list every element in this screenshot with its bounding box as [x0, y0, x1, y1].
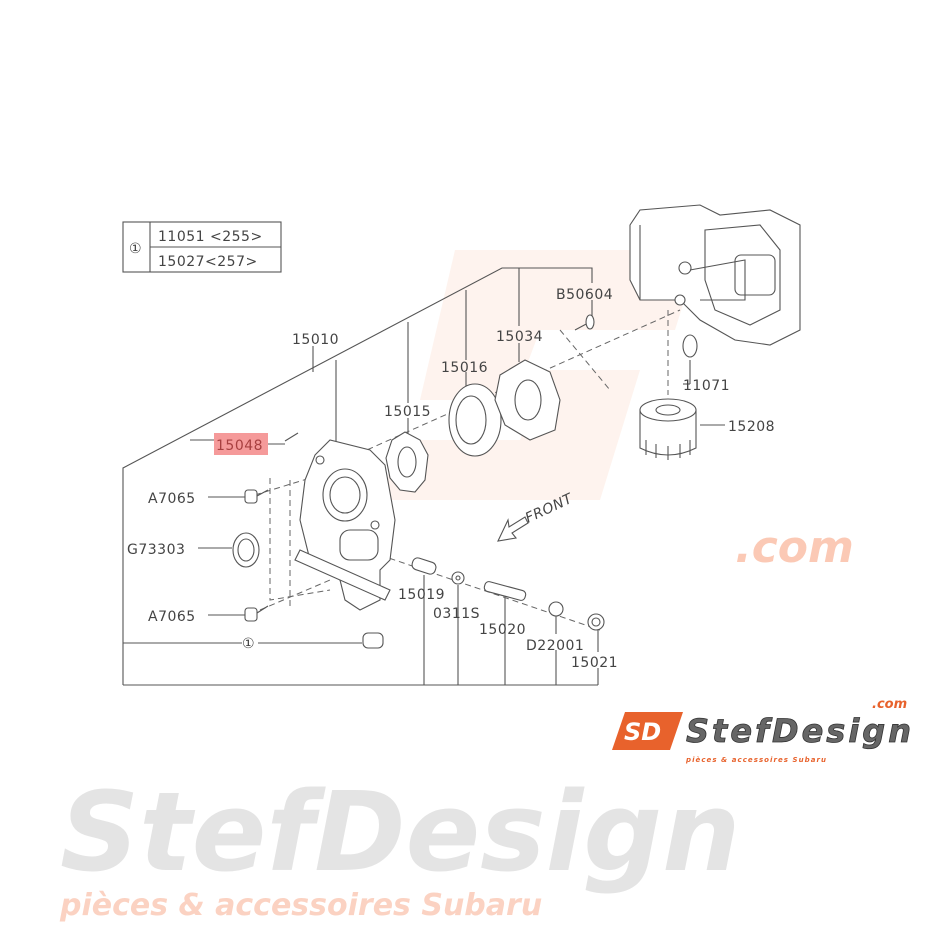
reference-table: ① 11051 <255> 15027<257>	[122, 221, 282, 273]
assembly-frame-lines	[122, 267, 725, 686]
screw	[574, 314, 595, 331]
logo-mark-text: SD	[624, 718, 661, 746]
inner-rotor	[385, 431, 429, 493]
oil-seal	[232, 532, 260, 568]
pump-cover	[494, 359, 561, 441]
callout-15048-highlighted[interactable]: 15048	[216, 438, 263, 454]
watermark-domain: .com	[735, 522, 854, 573]
callout-labels: 15010 15034 B50604 15016 15015 15048 110…	[127, 287, 775, 671]
outer-rotor	[448, 383, 502, 457]
watermark: StefDesign .com pièces & accessoires Sub…	[59, 250, 854, 923]
oil-pump-body	[294, 439, 396, 611]
front-arrow-icon	[497, 516, 529, 542]
logo-mark	[612, 712, 683, 750]
callout-A7065-top[interactable]: A7065	[148, 491, 196, 507]
watermark-tagline: pièces & accessoires Subaru	[59, 888, 542, 923]
callout-D22001[interactable]: D22001	[526, 638, 584, 654]
washer	[451, 571, 465, 585]
bolt-top	[244, 489, 269, 504]
callout-B50604[interactable]: B50604	[556, 287, 613, 303]
engine-block-illustration	[629, 204, 801, 346]
stefdesign-logo: SD StefDesign .com pièces & accessoires …	[612, 697, 911, 764]
callout-15034[interactable]: 15034	[496, 329, 543, 345]
callout-G73303[interactable]: G73303	[127, 542, 185, 558]
reference-row: 11051 <255>	[158, 229, 263, 245]
relief-plug	[587, 613, 605, 631]
plug	[362, 632, 384, 649]
bolt-bottom	[244, 605, 269, 622]
oil-filter	[639, 398, 697, 460]
highlight-box	[214, 433, 268, 455]
callout-15016[interactable]: 15016	[441, 360, 488, 376]
callout-A7065-bottom[interactable]: A7065	[148, 609, 196, 625]
pin	[284, 432, 299, 442]
callout-15020[interactable]: 15020	[479, 622, 526, 638]
watermark-brand: StefDesign	[60, 768, 740, 896]
assembly-guide-lines	[254, 309, 681, 631]
callout-15010[interactable]: 15010	[292, 332, 339, 348]
logo-domain: .com	[872, 697, 907, 712]
o-ring	[682, 334, 698, 358]
callout-15019[interactable]: 15019	[398, 587, 445, 603]
callout-0311S[interactable]: 0311S	[433, 606, 480, 622]
reference-row: 15027<257>	[158, 254, 258, 270]
callout-15208[interactable]: 15208	[728, 419, 775, 435]
relief-valve	[411, 557, 437, 575]
logo-brand: StefDesign	[686, 712, 911, 750]
callout-15015[interactable]: 15015	[384, 404, 431, 420]
callout-15021[interactable]: 15021	[571, 655, 618, 671]
gasket	[548, 601, 564, 617]
callout-11071[interactable]: 11071	[683, 378, 730, 394]
callout-reference-1[interactable]: ①	[242, 636, 255, 652]
logo-tagline: pièces & accessoires Subaru	[685, 756, 826, 764]
spring	[483, 581, 527, 601]
reference-symbol: ①	[129, 241, 142, 257]
